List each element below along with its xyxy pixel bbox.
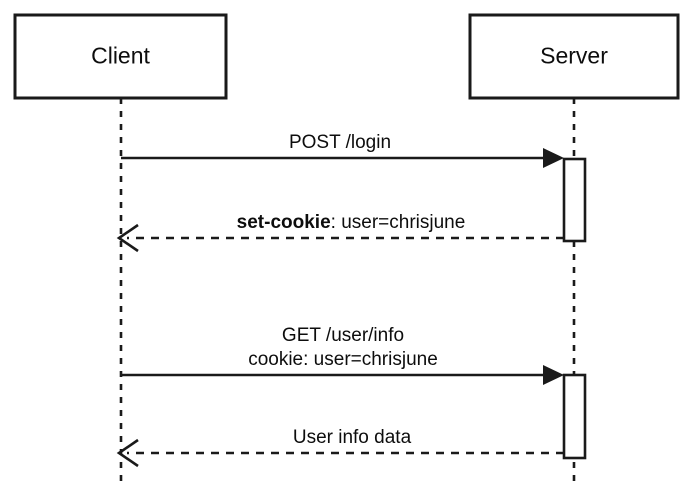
message-post-login[interactable]: POST /login — [121, 132, 564, 168]
arrowhead-icon-get-user-info — [543, 365, 564, 385]
message-get-user-info[interactable]: GET /user/info cookie: user=chrisjune — [121, 325, 564, 385]
participant-box-client[interactable] — [13, 13, 228, 100]
message-label-user-info-data: User info data — [293, 427, 412, 448]
message-label-post-login: POST /login — [289, 132, 391, 153]
activation-bar-server-login[interactable] — [562, 157, 587, 243]
activation-bar-server-userinfo[interactable] — [562, 373, 587, 460]
message-label-set-cookie-bold: set-cookie — [237, 212, 331, 233]
message-label-set-cookie: set-cookie: user=chrisjune — [237, 212, 466, 233]
participant-label-server: Server — [540, 43, 608, 69]
participant-box-server[interactable] — [468, 13, 680, 100]
arrowhead-icon-post-login — [543, 148, 564, 168]
arrowhead-icon-user-info-data — [116, 438, 139, 468]
message-set-cookie[interactable]: set-cookie: user=chrisjune — [116, 212, 564, 253]
participant-label-client: Client — [91, 43, 150, 69]
participant-client[interactable]: Client — [13, 13, 228, 100]
arrowhead-icon-set-cookie — [116, 223, 139, 253]
message-label-get-user-info-line2: cookie: user=chrisjune — [248, 349, 438, 370]
participant-server[interactable]: Server — [468, 13, 680, 100]
message-label-get-user-info-line1: GET /user/info — [282, 325, 404, 346]
message-label-set-cookie-rest: : user=chrisjune — [331, 212, 466, 233]
message-user-info-data[interactable]: User info data — [116, 427, 564, 468]
